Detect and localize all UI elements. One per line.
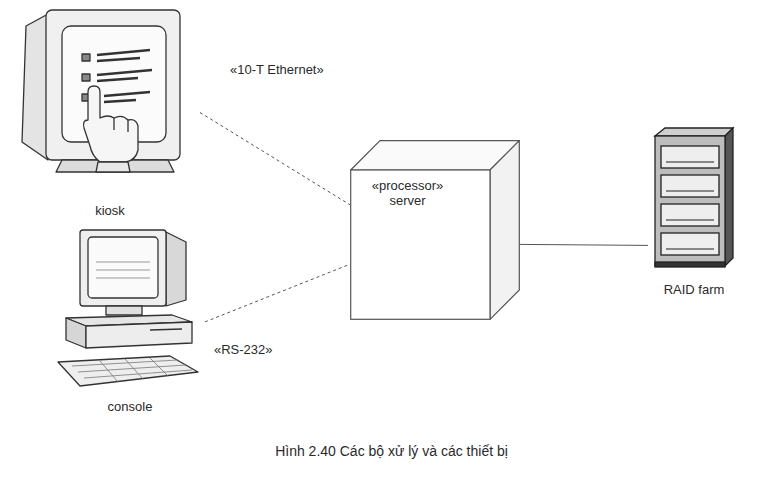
node-label: kiosk [95, 203, 125, 218]
monitor-stand [106, 306, 142, 315]
stereotype-label: «processor» [372, 178, 444, 193]
figure-caption: Hình 2.40 Các bộ xử lý và các thiết bị [0, 443, 783, 460]
node-cube [350, 140, 520, 320]
disk-drawer [661, 233, 719, 255]
cube-front [351, 170, 490, 319]
monitor-front [80, 230, 166, 306]
connector-label: «RS-232» [212, 342, 275, 357]
kiosk-illustration [22, 10, 180, 172]
raid-device: RAID farm [648, 125, 740, 297]
drawer-handles [666, 162, 714, 249]
menu-box [82, 54, 90, 61]
disk-drawer [661, 175, 719, 197]
cube-side [490, 141, 519, 320]
node-label: server [389, 193, 425, 208]
monitor-screen [88, 237, 158, 298]
hand-knuckles [114, 118, 128, 132]
pointing-hand [84, 86, 139, 162]
keyboard [58, 356, 198, 386]
monitor-side [166, 232, 186, 306]
ethernet-link [200, 113, 350, 205]
menu-lines [97, 50, 152, 102]
hand-cuff [96, 162, 130, 172]
kiosk-screen [62, 26, 166, 142]
screen-lines [96, 262, 150, 278]
cabinet-front [655, 136, 725, 266]
connector-label: «10-T Ethernet» [228, 62, 326, 77]
disk-drawer [661, 204, 719, 226]
system-unit-side [86, 322, 192, 348]
cabinet-top [655, 128, 733, 136]
node-label: RAID farm [664, 282, 725, 297]
storage-link [520, 244, 648, 245]
kiosk-stand [56, 160, 174, 172]
keyboard-keys [72, 358, 192, 382]
cabinet-base [655, 262, 725, 267]
processor-node: «processor»server [350, 140, 520, 320]
kiosk-housing-side [22, 14, 48, 160]
menu-box [82, 74, 90, 81]
system-unit-front [66, 318, 86, 348]
serial-link [205, 264, 350, 322]
disk-drawer [661, 146, 719, 168]
drive-slot [150, 329, 182, 330]
node-label: console [108, 399, 153, 414]
cabinet-side [725, 128, 733, 266]
console-illustration [58, 230, 198, 386]
console-device: console [45, 225, 205, 415]
kiosk-device: kiosk [20, 5, 200, 220]
raid-illustration [655, 128, 733, 267]
